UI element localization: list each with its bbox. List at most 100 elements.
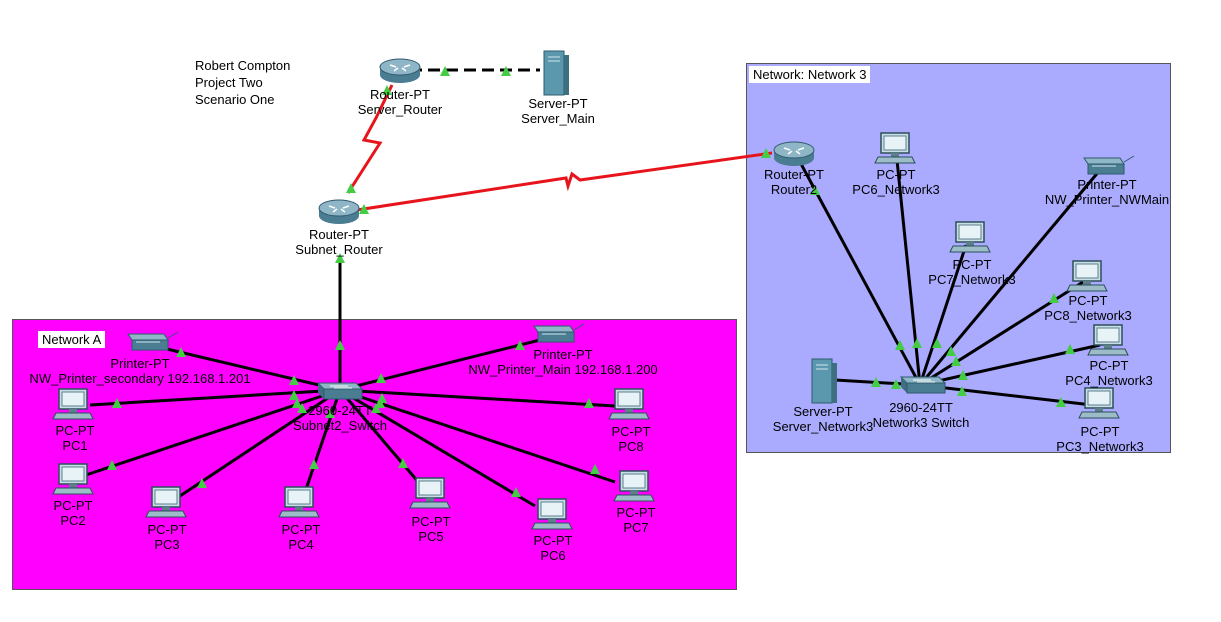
- pc-icon[interactable]: [1078, 387, 1120, 419]
- link-switch-pc3[interactable]: [179, 388, 341, 498]
- link-up-marker: [912, 338, 922, 348]
- device-type: PC-PT: [952, 257, 992, 272]
- link-switch-pc4[interactable]: [302, 389, 342, 496]
- device-name: PC4_Network3: [1065, 373, 1153, 388]
- device-type: 2960-24TT: [308, 403, 372, 418]
- pc-icon[interactable]: [278, 486, 320, 518]
- link-switch-pc8[interactable]: [339, 388, 616, 408]
- link-switch-pc5[interactable]: [338, 389, 422, 485]
- device-type: PC-PT: [281, 522, 321, 537]
- link-switch-pc6[interactable]: [339, 388, 536, 508]
- switch-icon[interactable]: [900, 376, 946, 394]
- device-name: Server_Router: [357, 102, 443, 117]
- server-router-label[interactable]: Router-PT Server_Router: [358, 87, 443, 117]
- link-up-marker: [515, 340, 525, 350]
- link-up-marker: [932, 338, 942, 348]
- printer-nwmain-label[interactable]: Printer-PT NW_Printer_NWMain: [1045, 177, 1169, 207]
- router-icon[interactable]: [379, 58, 421, 84]
- device-name: PC2: [60, 513, 86, 528]
- link-up-marker: [377, 393, 387, 403]
- link-up-marker: [1065, 344, 1075, 354]
- printer-main-label[interactable]: Printer-PT NW_Printer_Main 192.168.1.200: [468, 347, 657, 377]
- pc6-network3-label[interactable]: PC-PT PC6_Network3: [852, 167, 939, 197]
- server-network3-label[interactable]: Server-PT Server_Network3: [773, 404, 873, 434]
- serial-link-server-router-subnet-router[interactable]: [346, 84, 394, 194]
- network-3-label: Network: Network 3: [749, 66, 871, 83]
- link-net3-switch-pc3-network3[interactable]: [919, 383, 1093, 407]
- pc-icon[interactable]: [1087, 324, 1129, 356]
- pc-icon[interactable]: [608, 388, 650, 420]
- link-up-marker: [289, 375, 299, 385]
- printer-icon[interactable]: [127, 331, 179, 351]
- pc8-label[interactable]: PC-PT PC8: [612, 424, 651, 454]
- device-type: 2960-24TT: [889, 400, 953, 415]
- server-main-label[interactable]: Server-PT Server_Main: [521, 96, 595, 126]
- pc-icon[interactable]: [409, 477, 451, 509]
- serial-link-subnet-router-router2[interactable]: [356, 151, 773, 212]
- note-line: Robert Compton: [195, 58, 291, 73]
- pc-icon[interactable]: [949, 221, 991, 253]
- device-type: PC-PT: [876, 167, 916, 182]
- pc4-label[interactable]: PC-PT PC4: [282, 522, 321, 552]
- device-name: PC6: [540, 548, 566, 563]
- pc6-label[interactable]: PC-PT PC6: [534, 533, 573, 563]
- device-type: Router-PT: [309, 227, 369, 242]
- device-name: Subnet2_Switch: [293, 418, 387, 433]
- pc3-network3-label[interactable]: PC-PT PC3_Network3: [1056, 424, 1143, 454]
- device-name: PC8: [618, 439, 644, 454]
- link-switch-pc7[interactable]: [339, 388, 616, 484]
- device-name: PC6_Network3: [852, 182, 940, 197]
- device-type: PC-PT: [616, 505, 656, 520]
- pc5-label[interactable]: PC-PT PC5: [412, 514, 451, 544]
- link-up-marker: [297, 403, 307, 413]
- device-name: PC4: [288, 537, 314, 552]
- router-icon[interactable]: [318, 199, 360, 225]
- pc1-label[interactable]: PC-PT PC1: [56, 423, 95, 453]
- link-up-marker: [957, 386, 967, 396]
- pc-icon[interactable]: [145, 486, 187, 518]
- link-up-marker: [590, 464, 600, 474]
- link-switch-pc1[interactable]: [89, 388, 341, 407]
- pc-icon[interactable]: [52, 388, 94, 420]
- device-name: PC1: [62, 438, 88, 453]
- link-up-marker: [335, 253, 345, 263]
- device-type: PC-PT: [611, 424, 651, 439]
- server-icon[interactable]: [543, 50, 570, 96]
- project-note[interactable]: Robert Compton Project Two Scenario One: [195, 57, 301, 108]
- pc8-network3-label[interactable]: PC-PT PC8_Network3: [1044, 293, 1131, 323]
- pc-icon[interactable]: [613, 470, 655, 502]
- device-type: Printer-PT: [110, 356, 170, 371]
- pc-icon[interactable]: [531, 498, 573, 530]
- pc-icon[interactable]: [52, 463, 94, 495]
- device-name: PC8_Network3: [1044, 308, 1132, 323]
- server-icon[interactable]: [811, 358, 838, 404]
- pc2-label[interactable]: PC-PT PC2: [54, 498, 93, 528]
- device-name: Server_Main: [521, 111, 595, 126]
- link-up-marker: [398, 458, 408, 468]
- device-type: Printer-PT: [1077, 177, 1137, 192]
- pc7-label[interactable]: PC-PT PC7: [617, 505, 656, 535]
- device-name: Subnet_Router: [295, 242, 383, 257]
- subnet-router-label[interactable]: Router-PT Subnet_Router: [295, 227, 382, 257]
- router2-label[interactable]: Router-PT Router2: [764, 167, 824, 197]
- link-up-marker: [584, 398, 594, 408]
- link-up-marker: [176, 347, 186, 357]
- router-icon[interactable]: [773, 141, 815, 167]
- printer-secondary-label[interactable]: Printer-PT NW_Printer_secondary 192.168.…: [29, 356, 250, 386]
- network3-switch-label[interactable]: 2960-24TT Network3 Switch: [873, 400, 970, 430]
- link-status-markers: [107, 66, 1075, 497]
- pc-icon[interactable]: [874, 132, 916, 164]
- pc7-network3-label[interactable]: PC-PT PC7_Network3: [928, 257, 1015, 287]
- pc4-network3-label[interactable]: PC-PT PC4_Network3: [1065, 358, 1152, 388]
- device-type: Printer-PT: [533, 347, 593, 362]
- link-switch-printer-main[interactable]: [339, 338, 541, 392]
- printer-icon[interactable]: [1083, 155, 1135, 175]
- link-up-marker: [895, 340, 905, 350]
- pc-icon[interactable]: [1066, 260, 1108, 292]
- printer-icon[interactable]: [533, 323, 585, 343]
- pc3-label[interactable]: PC-PT PC3: [148, 522, 187, 552]
- subnet2-switch-label[interactable]: 2960-24TT Subnet2_Switch: [293, 403, 387, 433]
- link-up-marker: [1049, 293, 1059, 303]
- link-net3-switch-pc7-network3[interactable]: [918, 244, 968, 386]
- switch-icon[interactable]: [317, 382, 363, 400]
